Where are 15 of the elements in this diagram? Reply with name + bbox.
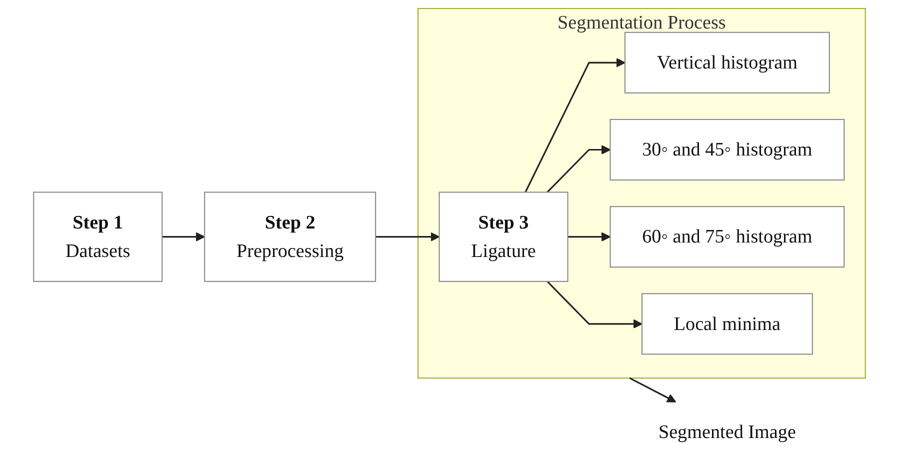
arrow	[524, 58, 626, 193]
node-box: Step 3 Ligature	[438, 192, 568, 282]
arrow	[568, 232, 611, 242]
node-box: Step 2 Preprocessing	[204, 192, 376, 282]
node-box: Step 1 Datasets	[33, 192, 163, 282]
arrow	[546, 280, 642, 329]
node-box: Vertical histogram	[624, 32, 830, 94]
node-text: Segmented Image	[658, 421, 796, 442]
arrow	[629, 377, 676, 402]
arrow	[376, 232, 440, 242]
node-box: 30◦ and 45◦ histogram	[610, 118, 845, 181]
node-box: Local minima	[641, 293, 813, 355]
node-box: 60◦ and 75◦ histogram	[610, 206, 845, 268]
arrow	[162, 232, 205, 242]
arrow	[546, 145, 611, 193]
